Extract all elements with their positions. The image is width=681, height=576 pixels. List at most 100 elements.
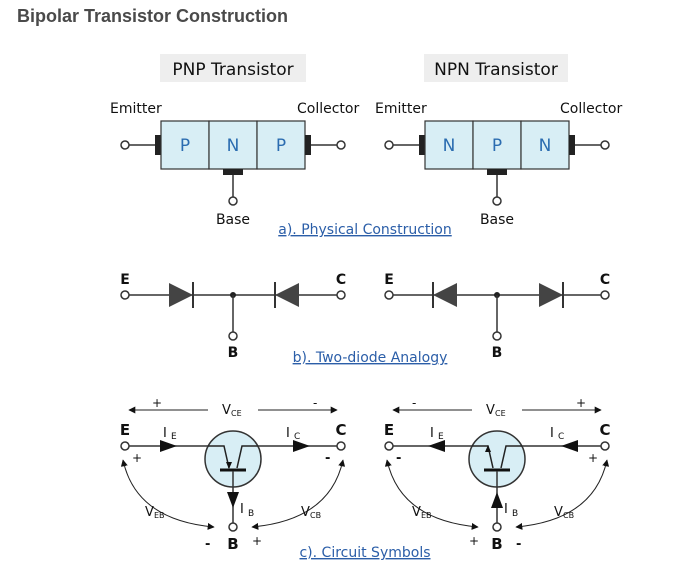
pnp-vcb-v: V: [301, 505, 310, 520]
npn-collector-terminal: [600, 140, 610, 150]
npn-analogy-e-terminal: [384, 290, 394, 300]
pnp-layer-3: [256, 120, 306, 170]
pnp-diode-analogy: E C B: [120, 272, 346, 361]
npn-physical: NPN Transistor Emitter Collector N P N B…: [375, 54, 622, 228]
pnp-vce-minus: -: [313, 396, 317, 410]
npn-analogy-b-label: B: [492, 345, 503, 361]
npn-analogy-e-label: E: [384, 272, 394, 288]
pnp-b-plus: +: [252, 534, 262, 548]
pnp-veb-sub: EB: [154, 511, 165, 520]
pnp-layer-2-label: N: [227, 136, 240, 156]
npn-vcb-sub: CB: [563, 511, 574, 520]
pnp-vcb-sub: CB: [310, 511, 321, 520]
npn-emitter-terminal: [384, 140, 394, 150]
pnp-ie-arrow: [160, 440, 177, 452]
pnp-symbol-e-terminal: [120, 441, 130, 451]
npn-symbol-b-label: B: [491, 535, 502, 553]
pnp-ib-sub: B: [248, 509, 254, 519]
pnp-symbol-b-terminal: [228, 522, 238, 532]
npn-veb-arrow: [384, 459, 479, 530]
pnp-emitter-terminal: [120, 140, 130, 150]
pnp-heading-bg: [160, 54, 306, 82]
npn-diode-emitter: [433, 283, 457, 307]
npn-symbol-e-terminal: [384, 441, 394, 451]
caption-physical[interactable]: a). Physical Construction: [278, 222, 451, 238]
npn-ib-sub: B: [512, 509, 518, 519]
npn-emitter-label: Emitter: [375, 101, 427, 117]
pnp-ie-i: I: [163, 426, 167, 441]
pnp-layer-1: [160, 120, 210, 170]
npn-b-plus: +: [469, 534, 479, 548]
npn-veb-sub: EB: [421, 511, 432, 520]
npn-diode-analogy: E C B: [384, 272, 610, 361]
pnp-veb-arrow: [120, 459, 215, 530]
npn-analogy-c-label: C: [600, 272, 610, 288]
npn-symbol-c-terminal: [600, 441, 610, 451]
pnp-b-minus: -: [205, 537, 210, 552]
page-title: Bipolar Transistor Construction: [17, 6, 289, 26]
pnp-diode-collector: [275, 283, 299, 307]
npn-diode-collector: [539, 283, 563, 307]
pnp-collector-terminal: [336, 140, 346, 150]
npn-vce-v: V: [486, 403, 495, 418]
npn-vcb-v: V: [554, 505, 563, 520]
npn-symbol-c-label: C: [599, 421, 610, 439]
npn-symbol-b-terminal: [492, 522, 502, 532]
npn-heading: NPN Transistor: [434, 60, 558, 80]
pnp-emitter-label: Emitter: [110, 101, 162, 117]
pnp-e-plus: +: [132, 451, 142, 465]
npn-heading-bg: [424, 54, 568, 82]
npn-ie-i: I: [430, 426, 434, 441]
pnp-base-label: Base: [216, 212, 250, 228]
npn-e-minus: -: [396, 451, 401, 466]
pnp-analogy-c-terminal: [336, 290, 346, 300]
npn-layer-1-label: N: [443, 136, 456, 156]
pnp-veb-v: V: [145, 505, 154, 520]
npn-vcb-arrow: [515, 459, 610, 530]
caption-symbols[interactable]: c). Circuit Symbols: [299, 545, 430, 561]
npn-collector-label: Collector: [560, 101, 622, 117]
pnp-ie-sub: E: [171, 432, 177, 442]
npn-ic-sub: C: [558, 432, 564, 442]
npn-vce-plus: +: [576, 396, 586, 410]
pnp-layer-3-label: P: [276, 136, 286, 156]
npn-ic-arrow: [561, 440, 578, 452]
pnp-analogy-c-label: C: [336, 272, 346, 288]
pnp-c-minus: -: [325, 451, 330, 466]
pnp-analogy-b-label: B: [228, 345, 239, 361]
npn-ic-i: I: [550, 426, 554, 441]
pnp-symbol-c-terminal: [336, 441, 346, 451]
pnp-ib-i: I: [240, 502, 244, 517]
npn-base-terminal: [492, 196, 502, 206]
pnp-base-terminal: [228, 196, 238, 206]
pnp-diode-emitter: [169, 283, 193, 307]
npn-base-label: Base: [480, 212, 514, 228]
pnp-analogy-e-terminal: [120, 290, 130, 300]
pnp-ib-arrow: [227, 492, 239, 508]
npn-b-minus: -: [516, 537, 521, 552]
pnp-physical: PNP Transistor Emitter Collector P N P B…: [110, 54, 359, 228]
npn-ie-sub: E: [438, 432, 444, 442]
pnp-symbol-e-label: E: [120, 421, 130, 439]
npn-emitter-arrow: [485, 445, 491, 452]
caption-analogy[interactable]: b). Two-diode Analogy: [293, 350, 448, 366]
pnp-heading: PNP Transistor: [172, 60, 293, 80]
npn-symbol-e-label: E: [384, 421, 394, 439]
npn-vce-minus: -: [412, 396, 416, 410]
pnp-ic-sub: C: [294, 432, 300, 442]
npn-layer-1: [424, 120, 474, 170]
pnp-emitter-arrow: [226, 462, 232, 469]
pnp-vcb-arrow: [251, 459, 346, 530]
pnp-collector-label: Collector: [297, 101, 359, 117]
npn-ib-arrow: [491, 492, 503, 508]
npn-layer-2-label: P: [492, 136, 502, 156]
npn-analogy-c-terminal: [600, 290, 610, 300]
npn-veb-v: V: [412, 505, 421, 520]
pnp-vce-sub: CE: [231, 409, 242, 418]
npn-vce-sub: CE: [495, 409, 506, 418]
npn-analogy-b-terminal: [492, 331, 502, 341]
pnp-analogy-b-terminal: [228, 331, 238, 341]
pnp-symbol-c-label: C: [335, 421, 346, 439]
npn-ib-i: I: [504, 502, 508, 517]
